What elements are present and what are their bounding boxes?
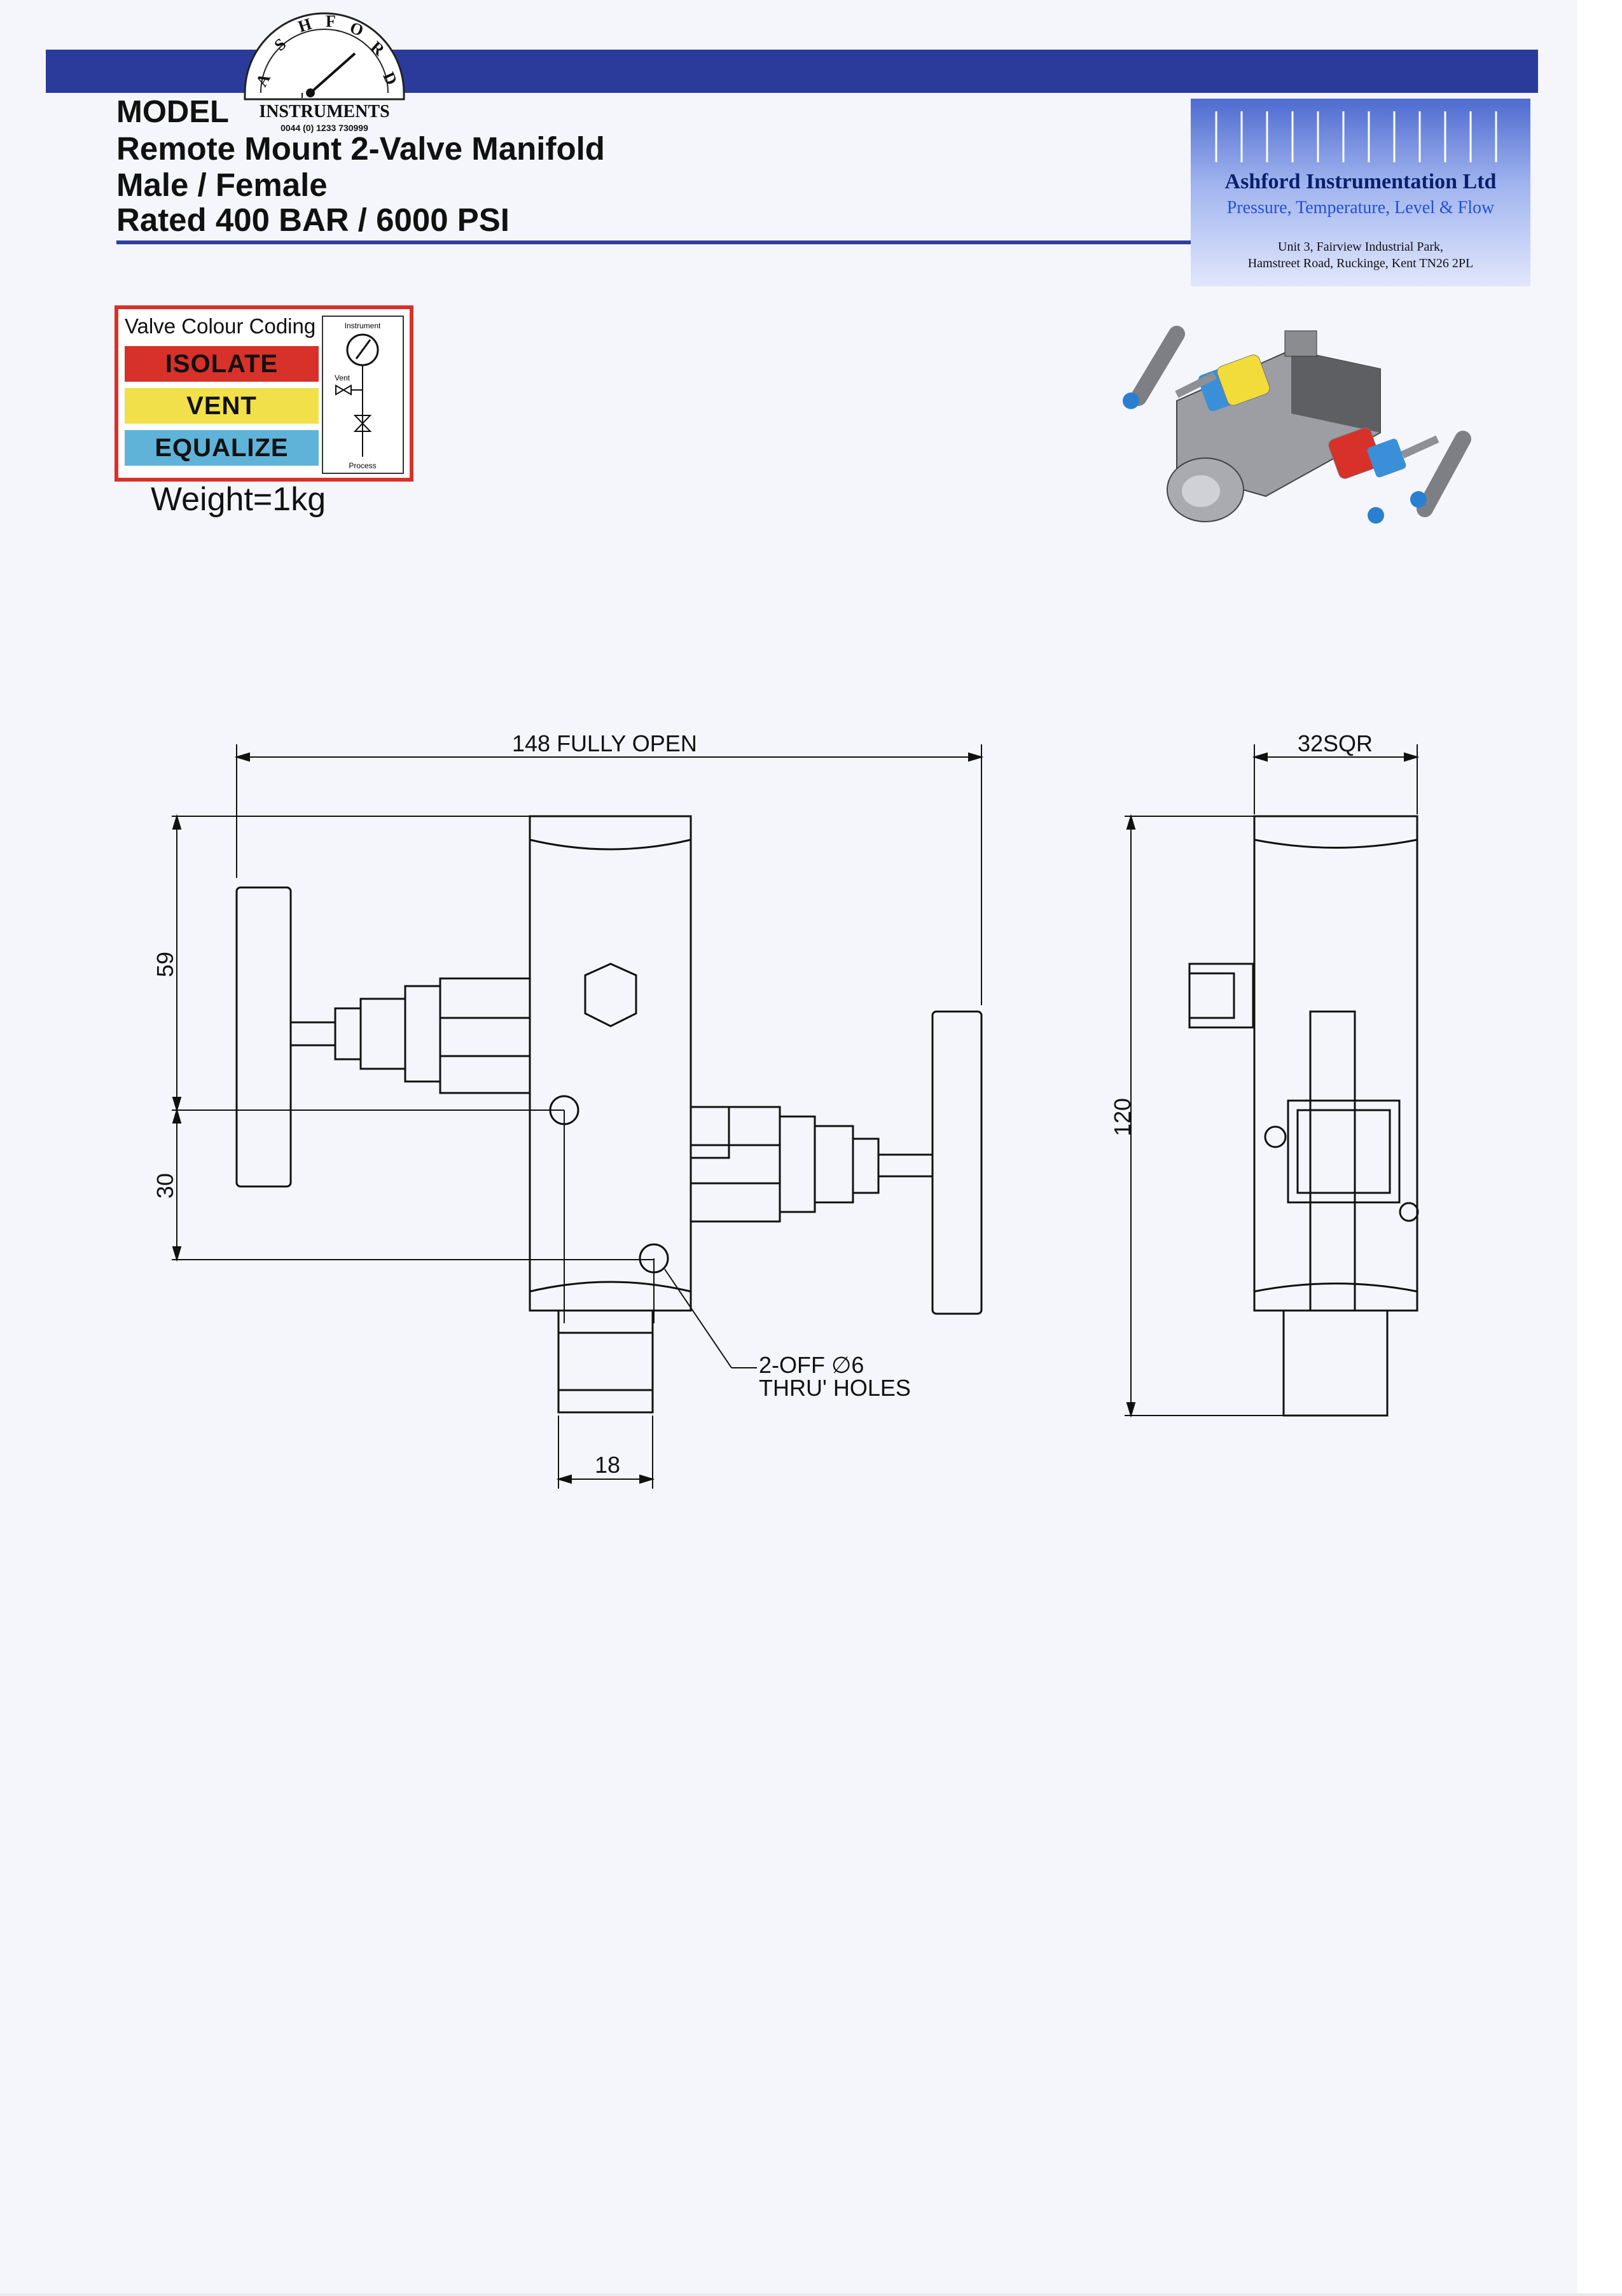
- legend-isolate: ISOLATE: [125, 346, 319, 382]
- dim-overall-width: 148 FULLY OPEN: [512, 730, 697, 756]
- logo-letter: F: [326, 12, 336, 31]
- process-port: [557, 1309, 654, 1414]
- title-line-1: Remote Mount 2-Valve Manifold: [116, 130, 605, 167]
- gauge-needle-icon: [309, 52, 356, 94]
- model-label: MODEL: [116, 95, 229, 129]
- company-address-line-1: Unit 3, Fairview Industrial Park,: [1278, 240, 1443, 254]
- company-tagline: Pressure, Temperature, Level & Flow: [1226, 198, 1495, 218]
- valve-colour-legend: Valve Colour Coding ISOLATE VENT EQUALIZ…: [114, 305, 413, 482]
- legend-vent: VENT: [125, 388, 319, 424]
- schematic-process-label: Process: [349, 461, 376, 470]
- company-address-line-2: Hamstreet Road, Ruckinge, Kent TN26 2PL: [1247, 256, 1474, 270]
- manifold-body-front: [529, 815, 692, 1312]
- legend-schematic: Instrument Vent Process: [322, 316, 404, 474]
- manifold-body-side: [1253, 815, 1418, 1312]
- title-line-3: Rated 400 BAR / 6000 PSI: [116, 202, 509, 238]
- ashford-logo: A S H F O R D INSTRUMENTS 0044 (0) 1233 …: [242, 4, 407, 137]
- logo-brand: INSTRUMENTS: [259, 102, 389, 122]
- header-rule: [116, 240, 1191, 244]
- product-photo: [1081, 305, 1495, 534]
- weight-label: Weight=1kg: [151, 481, 326, 518]
- schematic-instrument-label: Instrument: [345, 321, 381, 330]
- hole-note-line-2: THRU' HOLES: [759, 1375, 911, 1401]
- left-handle: [235, 886, 292, 1188]
- company-panel: Ashford Instrumentation Ltd Pressure, Te…: [1191, 99, 1530, 286]
- dim-lower-height: 30: [152, 1172, 179, 1199]
- dim-upper-height: 59: [152, 951, 179, 978]
- title-line-2: Male / Female: [116, 167, 328, 203]
- vent-valve-icon: [335, 384, 352, 396]
- isolate-valve-icon: [353, 415, 372, 432]
- dim-overall-height: 120: [1109, 1097, 1136, 1137]
- hole-note-line-1: 2-OFF ∅6: [759, 1352, 864, 1378]
- technical-drawing: [172, 744, 1420, 1489]
- right-handle: [931, 1010, 983, 1315]
- company-name: Ashford Instrumentation Ltd: [1224, 170, 1497, 193]
- dim-port-width: 18: [595, 1452, 621, 1478]
- schematic-vent-label: Vent: [335, 373, 350, 382]
- hex-plug: [584, 963, 637, 1027]
- hole-note: 2-OFF ∅6 THRU' HOLES: [759, 1354, 911, 1400]
- legend-heading: Valve Colour Coding: [125, 314, 316, 338]
- scan-edge: [0, 2293, 1622, 2296]
- logo-phone: 0044 (0) 1233 730999: [281, 123, 368, 133]
- dim-side-width: 32SQR: [1298, 730, 1373, 756]
- legend-equalize: EQUALIZE: [125, 430, 319, 466]
